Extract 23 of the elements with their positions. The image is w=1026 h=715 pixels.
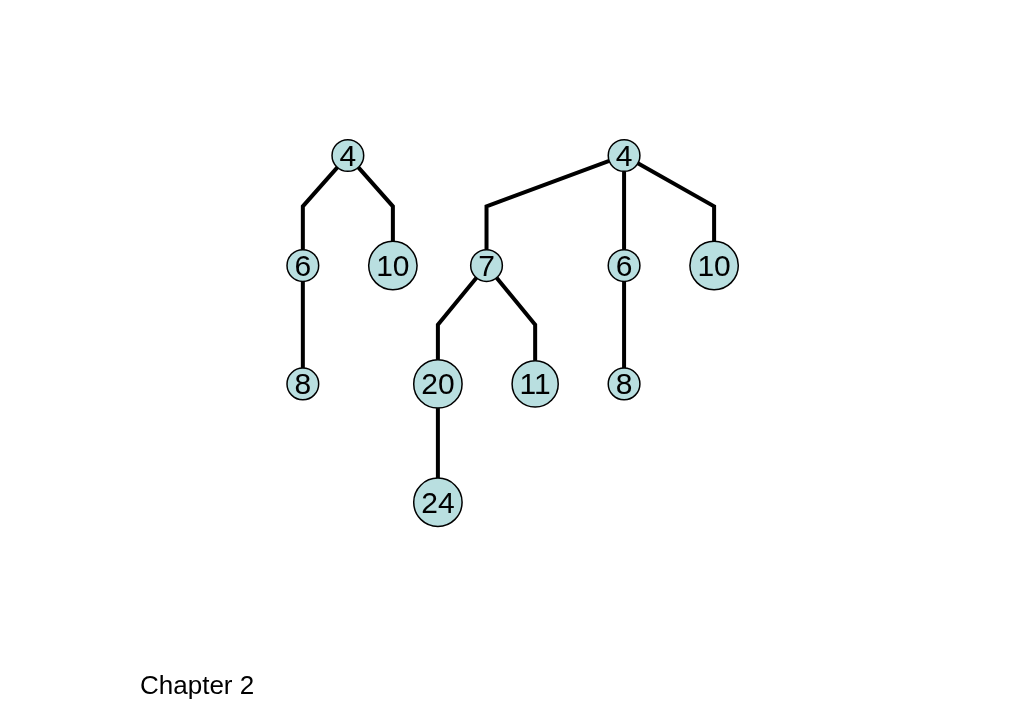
node-circle: 4	[607, 139, 641, 173]
node-circle: 4	[331, 139, 365, 173]
node-circle: 24	[413, 477, 464, 528]
node-circle: 7	[470, 249, 504, 283]
footer-text: Chapter 2	[140, 670, 255, 700]
node-circle: 10	[368, 240, 419, 291]
connector	[436, 408, 441, 479]
connector	[622, 171, 627, 250]
connector	[484, 159, 611, 250]
connector	[436, 276, 479, 360]
connector	[495, 276, 538, 362]
node-circle: 20	[413, 359, 464, 410]
node-circle: 11	[511, 360, 560, 408]
connector	[357, 166, 396, 242]
node-circle: 6	[607, 249, 641, 283]
connector	[622, 281, 627, 369]
connector	[301, 166, 340, 250]
node-circle: 10	[689, 240, 740, 291]
connector	[301, 281, 306, 369]
node-circle: 8	[607, 367, 641, 401]
connector	[637, 161, 717, 242]
node-circle: 8	[286, 367, 320, 401]
node-circle: 6	[286, 249, 320, 283]
